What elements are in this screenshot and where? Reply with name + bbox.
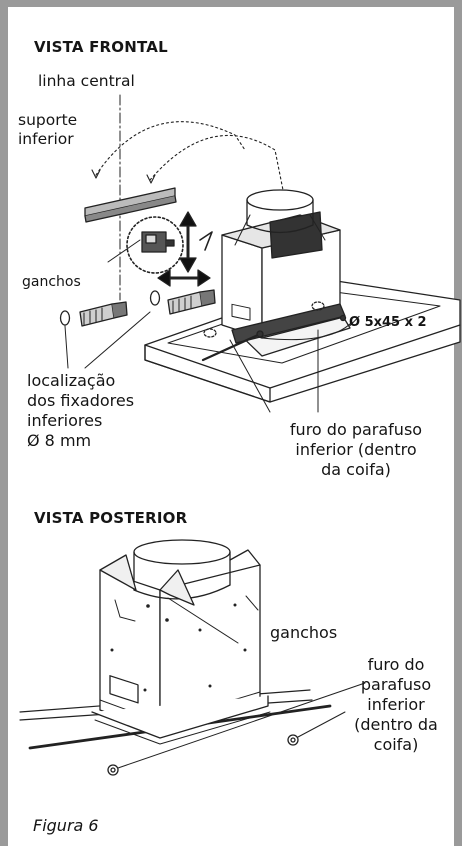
hood-unit-rear <box>19 539 332 776</box>
hook-detail <box>126 216 184 274</box>
screw-spec-label: Ø 5x45 x 2 <box>349 315 427 330</box>
anchors-label: localização dos fixadores inferiores Ø 8… <box>27 371 135 450</box>
leader-lines-rear <box>117 595 366 769</box>
lower-bracket <box>84 187 177 223</box>
screw-front <box>201 301 347 362</box>
front-view-heading: VISTA FRONTAL <box>34 38 168 56</box>
adjustment-arrows <box>157 211 213 287</box>
centerline-label: linha central <box>38 72 135 90</box>
motion-arcs <box>91 121 284 191</box>
hooks-label-front: ganchos <box>22 274 81 290</box>
figure-caption: Figura 6 <box>33 816 99 835</box>
hooks-label-rear: ganchos <box>270 623 338 642</box>
rear-view-heading: VISTA POSTERIOR <box>34 509 188 527</box>
screw-hole-label-front: furo do parafuso inferior (dentro da coi… <box>289 420 423 479</box>
screw-hole-label-rear: furo do parafuso inferior (dentro da coi… <box>354 655 438 754</box>
leader-lines-front <box>107 239 353 413</box>
wall-anchors <box>59 289 216 369</box>
lower-bracket-label: suporte inferior <box>18 111 78 148</box>
